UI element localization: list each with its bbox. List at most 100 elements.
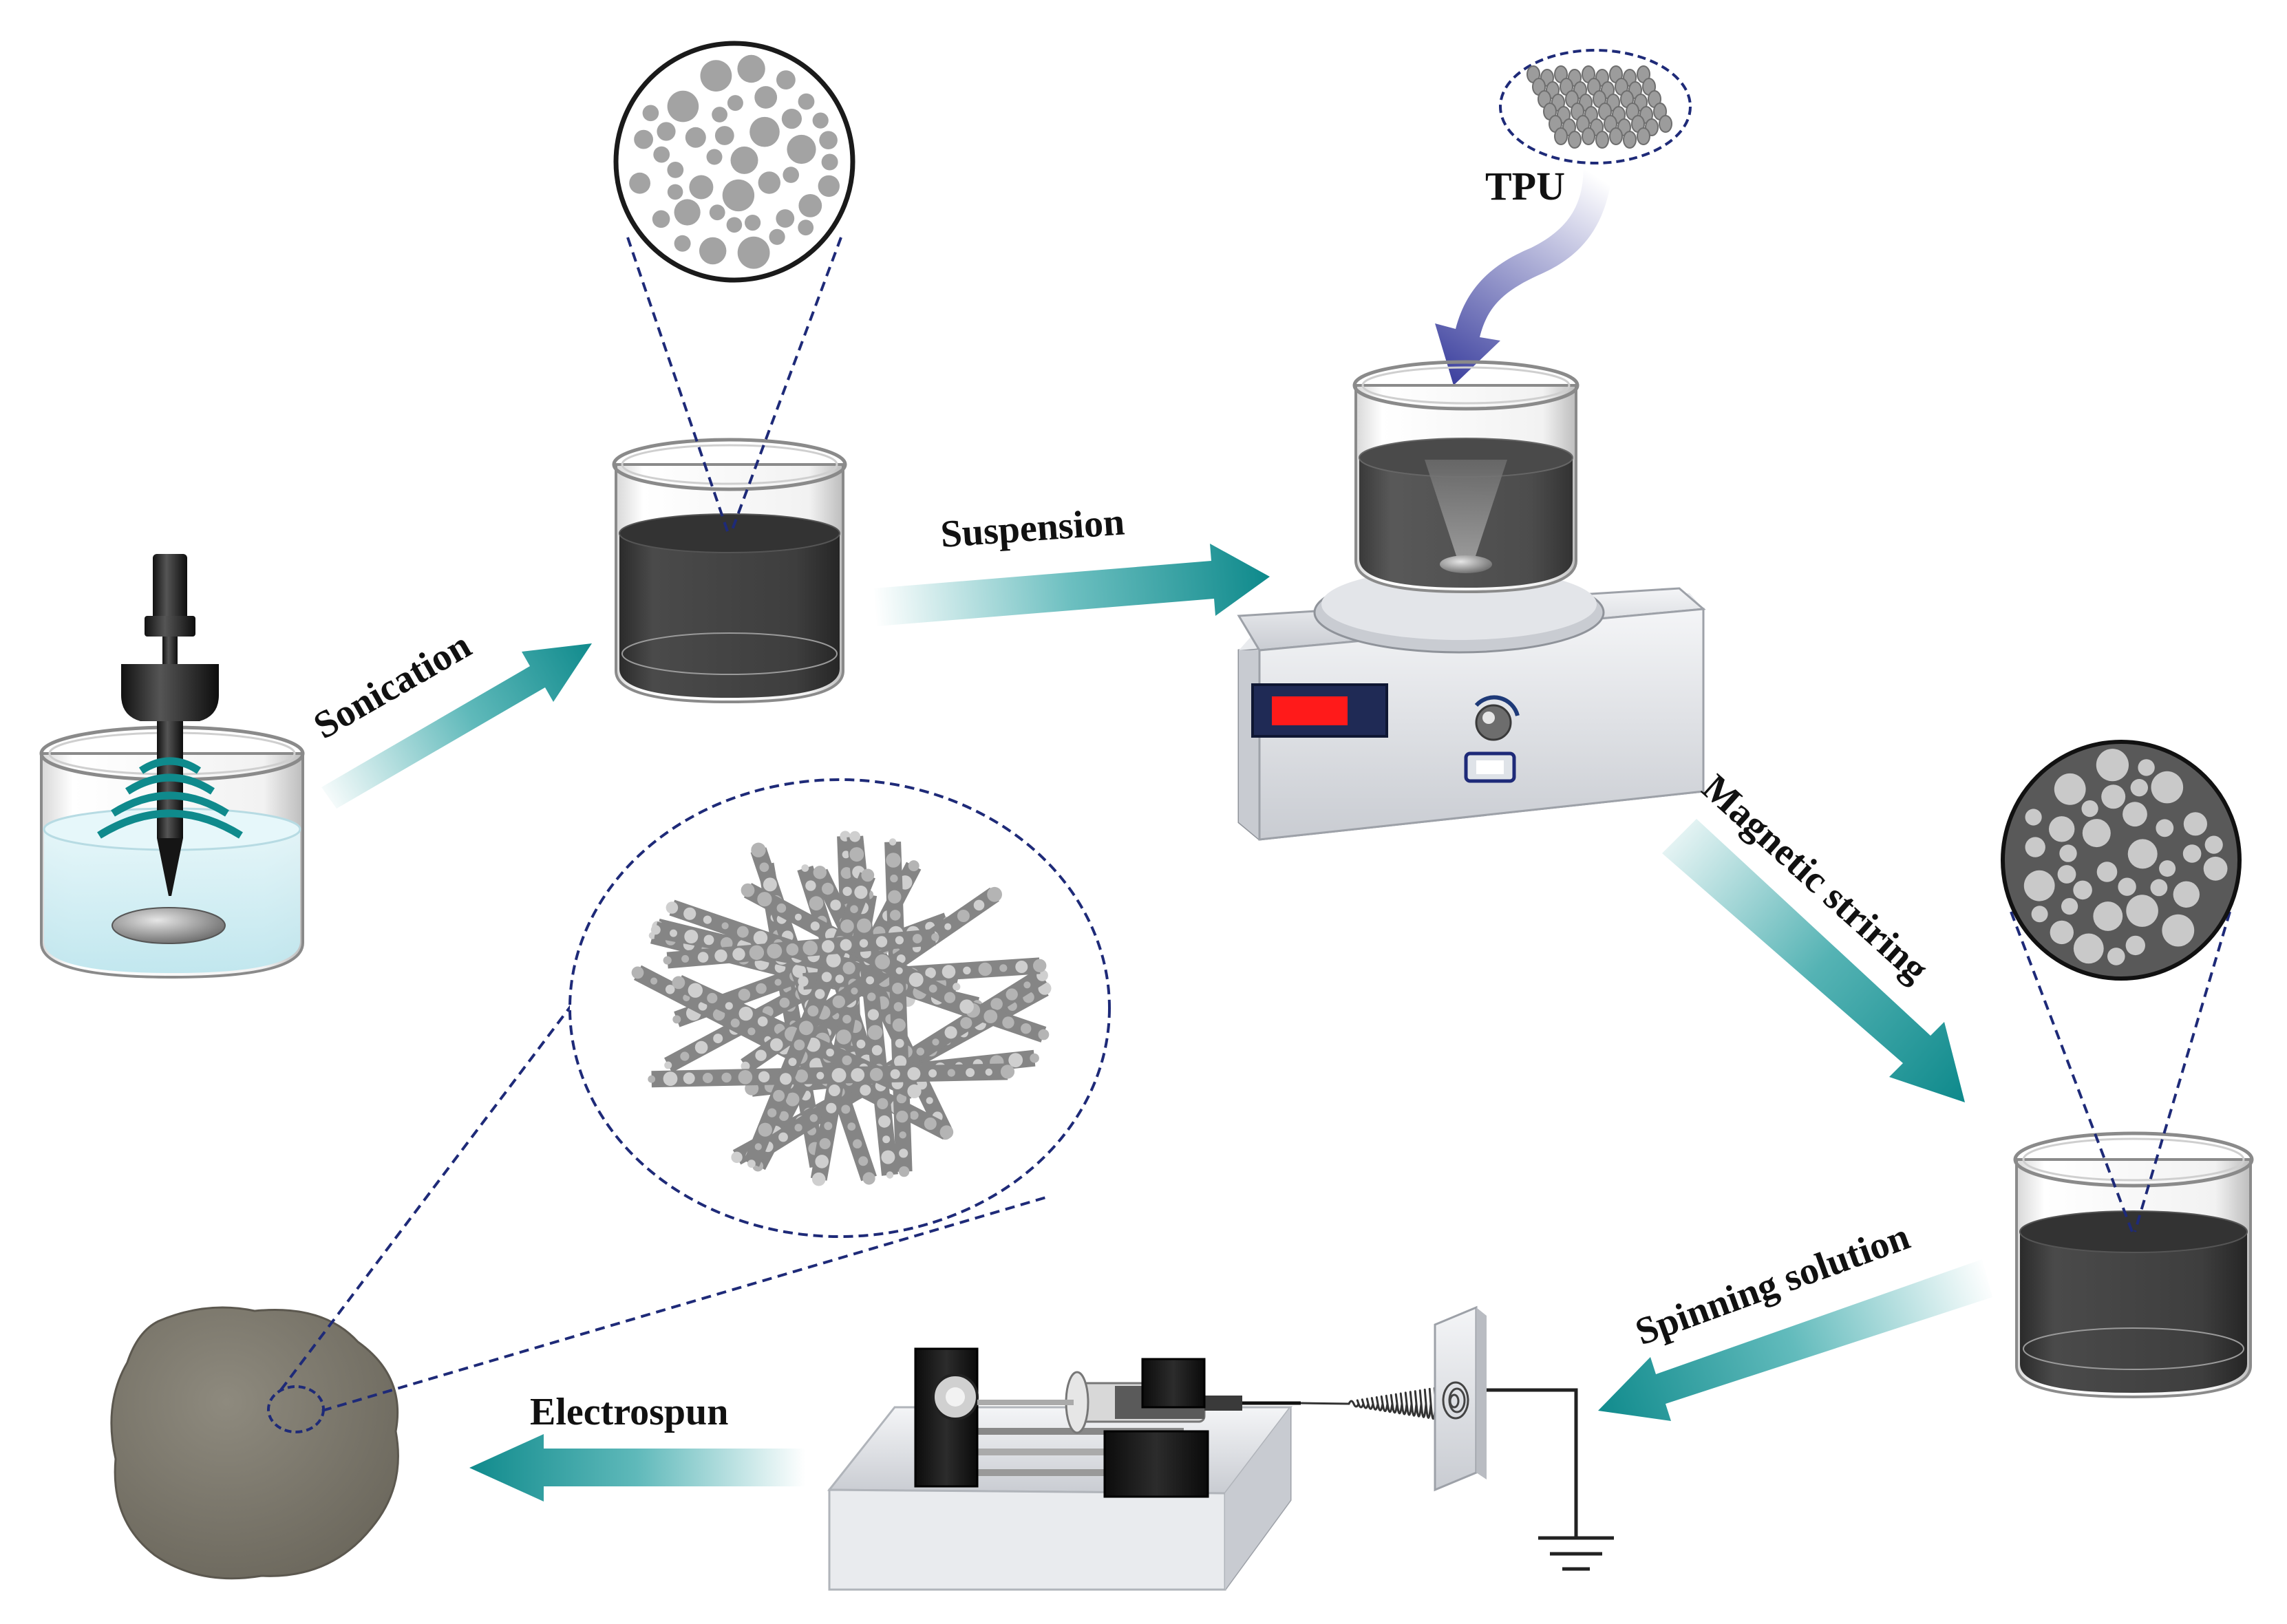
- fiber-bead: [680, 1051, 690, 1061]
- fiber-bead: [1002, 1016, 1014, 1029]
- fiber-bead: [698, 1001, 708, 1011]
- fiber-bead: [694, 1040, 708, 1054]
- fiber-bead: [688, 983, 703, 998]
- fiber-bead: [741, 1061, 750, 1071]
- particle: [674, 235, 691, 252]
- particle: [2082, 819, 2111, 848]
- fiber-bead: [890, 1069, 900, 1079]
- fiber-bead: [895, 967, 903, 974]
- particle: [2138, 759, 2155, 776]
- fiber-bead: [908, 860, 919, 872]
- fiber-bead: [926, 1097, 933, 1104]
- particle: [2093, 901, 2123, 931]
- fiber-bead: [703, 934, 714, 945]
- fiber-bead: [749, 945, 765, 961]
- particle: [2025, 837, 2045, 857]
- fiber-bead: [683, 1072, 695, 1085]
- particle: [2031, 906, 2048, 923]
- stirrer-beaker: [1352, 360, 1579, 594]
- fiber-bead: [778, 1132, 788, 1142]
- spinning-solution-zoom: [2001, 740, 2242, 981]
- particle: [812, 112, 829, 129]
- sonication-arrow: [321, 643, 592, 809]
- fiber-bead: [720, 937, 733, 950]
- fiber-bead: [683, 907, 696, 920]
- fiber-bead: [896, 954, 906, 963]
- fiber-bead: [896, 1111, 908, 1123]
- fiber-bead: [822, 940, 835, 953]
- fiber-bead: [881, 1150, 895, 1164]
- fiber-bead: [770, 1038, 783, 1051]
- fiber-bead: [840, 939, 852, 951]
- collector-plate-icon: [1434, 1305, 1487, 1492]
- fiber-bead: [826, 952, 841, 968]
- particle: [2107, 948, 2125, 965]
- fiber-bead: [840, 919, 854, 933]
- nanofiber-zoom-lines: [279, 959, 1047, 1412]
- fiber-bead: [1000, 1065, 1015, 1079]
- fiber-bead: [821, 972, 832, 983]
- particle: [730, 146, 758, 174]
- fiber-bead: [681, 954, 690, 963]
- fiber-bead: [707, 992, 718, 1004]
- fiber-bead: [801, 864, 809, 872]
- tpu-pellet: [1554, 127, 1568, 145]
- fiber-bead: [892, 1018, 906, 1032]
- particle: [2101, 784, 2126, 809]
- fiber-bead: [867, 992, 876, 1001]
- particle: [2050, 920, 2074, 945]
- fiber-bead: [795, 1069, 808, 1083]
- particle: [652, 210, 670, 228]
- fiber-bead: [792, 964, 807, 978]
- fiber-bead: [861, 868, 875, 882]
- fiber-bead: [786, 943, 799, 956]
- fiber-bead: [862, 1172, 875, 1185]
- nanofiber: [669, 899, 1047, 1043]
- fiber-bead: [875, 936, 888, 948]
- fiber-bead: [811, 1172, 826, 1186]
- particle: [2025, 809, 2042, 826]
- fiber-bead: [1006, 988, 1018, 1001]
- fiber-bead: [650, 925, 661, 935]
- fiber-bead: [684, 930, 699, 943]
- fiber-bead: [757, 892, 772, 907]
- particle: [2096, 749, 2129, 782]
- particle: [819, 131, 838, 149]
- particle: [2126, 895, 2158, 927]
- fiber-bead: [882, 1135, 891, 1144]
- fiber-bead: [767, 1108, 777, 1118]
- particle: [798, 194, 822, 217]
- fiber-bead: [819, 1137, 831, 1150]
- tpu-pellet: [1582, 127, 1595, 145]
- fiber-bead: [807, 1005, 819, 1017]
- fiber-bead: [830, 899, 841, 910]
- particle: [699, 237, 727, 265]
- nanofiber-network-zoom: [568, 778, 1111, 1238]
- fiber-bead: [780, 1073, 792, 1085]
- particle: [700, 60, 732, 92]
- particle: [2057, 865, 2076, 884]
- fiber-bead: [798, 976, 809, 987]
- fiber-bead: [650, 977, 658, 985]
- fiber-bead: [713, 1034, 723, 1044]
- fiber-bead: [849, 847, 864, 862]
- particle: [2204, 835, 2223, 854]
- particle: [712, 107, 727, 122]
- fiber-bead: [875, 954, 891, 970]
- fiber-bead: [890, 910, 901, 921]
- particle: [2073, 880, 2092, 900]
- fiber-bead: [1033, 959, 1047, 973]
- fiber-bead: [831, 1068, 847, 1082]
- particle: [776, 209, 795, 228]
- fiber-bead: [916, 1047, 925, 1056]
- fiber-bead: [663, 1071, 678, 1086]
- fiber-bead: [842, 1055, 852, 1065]
- fiber-bead: [794, 1039, 805, 1051]
- fiber-bead: [999, 964, 1008, 972]
- fiber-bead: [721, 922, 729, 930]
- ultrasonic-waves-icon: [97, 757, 243, 839]
- particle: [745, 215, 761, 231]
- fiber-bead: [895, 1038, 904, 1048]
- fiber-bead: [747, 1027, 756, 1036]
- fiber-bead: [842, 961, 855, 974]
